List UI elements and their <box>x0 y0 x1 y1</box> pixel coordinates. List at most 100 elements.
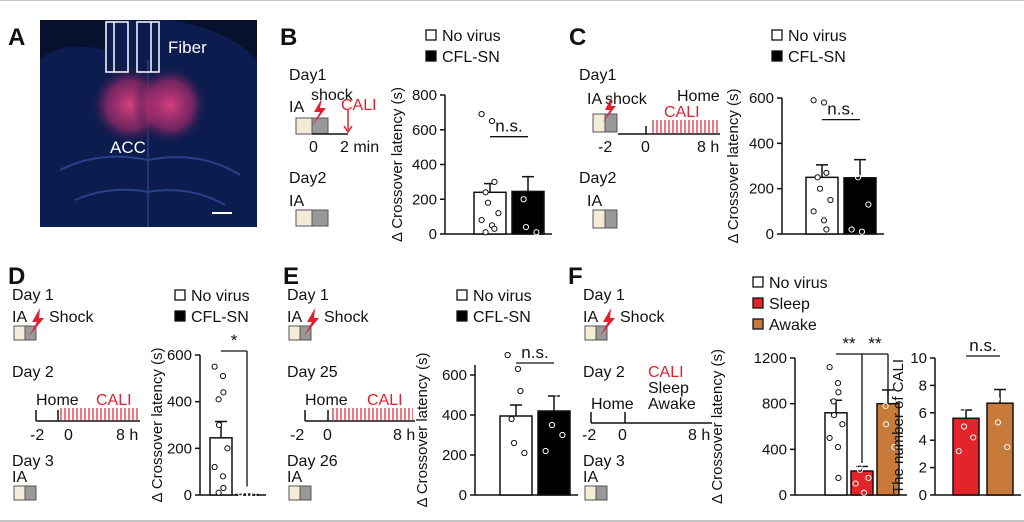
data-point <box>858 228 866 235</box>
y-tick-label: 600 <box>412 122 437 139</box>
f-box1 <box>584 325 608 341</box>
data-point <box>964 387 972 394</box>
data-point <box>960 423 968 430</box>
e-t2: 8 h <box>393 427 415 444</box>
f-day3: Day 3 <box>583 453 625 470</box>
y-tick-label: 400 <box>167 394 192 411</box>
data-point <box>970 434 977 441</box>
panel-d-label: D <box>8 263 25 290</box>
legend-swatch <box>456 289 468 301</box>
legend-swatch <box>752 318 764 330</box>
b-ia2: IA <box>289 193 304 210</box>
legend-label: CFL-SN <box>191 309 249 326</box>
y-axis-label: Δ Crossover latency (s) <box>709 349 726 504</box>
c-ia1: IA <box>587 91 602 108</box>
data-point <box>826 434 833 442</box>
data-point <box>522 223 530 231</box>
c-ia2: IA <box>587 193 602 210</box>
data-point <box>484 199 492 206</box>
data-point <box>810 97 817 104</box>
data-point <box>482 229 489 236</box>
y-axis-label: Δ Crossover latency (s) <box>414 352 431 507</box>
data-point <box>835 389 842 396</box>
data-point <box>882 421 890 428</box>
data-point <box>834 443 842 451</box>
fiber-label: Fiber <box>168 38 207 57</box>
panel-a-label: A <box>8 24 25 51</box>
f-ia1: IA <box>583 309 598 326</box>
e-t0: -2 <box>290 427 304 444</box>
data-point <box>546 403 553 411</box>
data-point <box>491 225 498 232</box>
f-cali: CALI <box>648 364 684 381</box>
e-shock: Shock <box>324 309 369 326</box>
data-point <box>820 217 828 224</box>
data-point <box>504 351 511 359</box>
data-point <box>826 364 833 371</box>
data-point <box>810 208 817 215</box>
panel-a: A Fiber ACC <box>8 20 257 227</box>
data-point <box>835 474 842 481</box>
data-point <box>555 391 562 399</box>
legend-swatch <box>425 50 437 62</box>
e-day3: Day 26 <box>287 453 338 470</box>
data-point <box>211 363 218 370</box>
panel-f-schematic: F Day 1 IA Shock Day 2 CALI Sleep Home A… <box>568 263 712 501</box>
data-point <box>542 371 549 379</box>
data-point <box>219 473 227 480</box>
data-point <box>989 357 996 364</box>
sig-label: ** <box>842 334 856 353</box>
data-point <box>816 185 824 192</box>
y-tick-label: 0 <box>184 487 192 504</box>
e-cali: CALI <box>367 392 403 409</box>
data-point <box>215 396 222 403</box>
d-t0: -2 <box>30 427 44 444</box>
c-cali: CALI <box>664 104 700 121</box>
data-point <box>526 150 534 158</box>
legend-swatch <box>425 29 437 41</box>
e-box3 <box>288 485 312 501</box>
y-tick-label: 600 <box>167 347 192 364</box>
y-tick-label: 0 <box>779 487 787 504</box>
c-cali-hatch <box>650 120 718 133</box>
data-point <box>1000 379 1007 386</box>
data-point <box>830 398 837 405</box>
data-point <box>508 415 515 423</box>
d-day3: Day 3 <box>12 453 54 470</box>
data-point <box>966 402 973 410</box>
sig-label: ** <box>868 334 882 353</box>
data-point <box>482 189 489 196</box>
data-point <box>478 111 485 118</box>
y-tick-label: 200 <box>749 181 774 198</box>
data-point <box>955 448 962 455</box>
f-t0: -2 <box>582 427 596 444</box>
data-point <box>521 449 528 457</box>
data-point <box>219 372 227 380</box>
d-shock: Shock <box>49 309 94 326</box>
legend-label: No virus <box>191 288 250 305</box>
legend-label: Sleep <box>769 296 810 313</box>
data-point <box>514 365 522 373</box>
y-tick-label: 4 <box>919 432 927 449</box>
d-cali: CALI <box>96 392 132 409</box>
c-home: Home <box>677 88 720 105</box>
f-awake: Awake <box>648 396 696 413</box>
data-point <box>860 489 868 496</box>
f-lightning-icon <box>600 308 615 336</box>
c-box1 <box>592 113 618 133</box>
c-t1: 0 <box>641 139 650 156</box>
y-tick-label: 1200 <box>754 350 787 367</box>
data-point <box>955 379 962 386</box>
b-day1: Day1 <box>289 67 326 84</box>
c-t0: -2 <box>598 139 612 156</box>
data-point <box>848 117 855 124</box>
data-point <box>1004 443 1011 451</box>
data-point <box>478 217 485 224</box>
panel-c-schematic: C Day1 IA shock Home CALI -2 0 8 h Day2 … <box>569 24 720 229</box>
data-point <box>856 466 864 473</box>
data-point <box>882 402 889 410</box>
y-tick-label: 400 <box>749 135 774 152</box>
data-point <box>891 443 898 451</box>
